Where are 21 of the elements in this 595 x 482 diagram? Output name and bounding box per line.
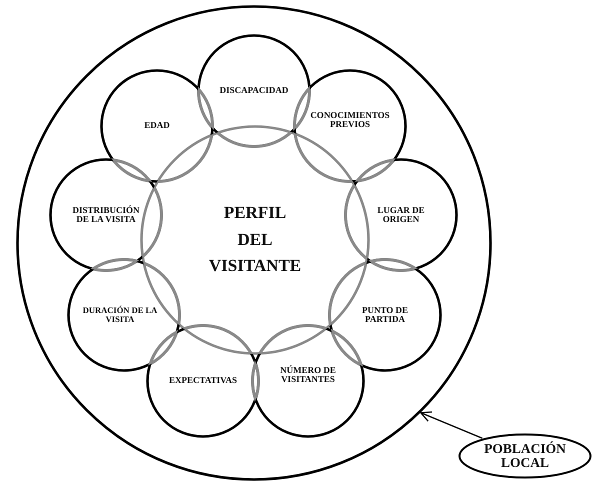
factor-circle bbox=[49, 158, 163, 272]
factor-circle bbox=[67, 258, 181, 372]
arrow bbox=[420, 411, 483, 439]
factor-circle bbox=[293, 69, 407, 183]
node-label: POBLACIÓN LOCAL bbox=[483, 442, 567, 470]
factor-circle bbox=[146, 324, 260, 438]
node-label: NÚMERO DE VISITANTES bbox=[279, 366, 337, 384]
node-label: DURACIÓN DE LA VISITA bbox=[82, 306, 158, 324]
node-label: EXPECTATIVAS bbox=[168, 376, 238, 386]
node-label: PUNTO DE PARTIDA bbox=[360, 306, 410, 324]
node-label: DISCAPACIDAD bbox=[218, 86, 290, 96]
factor-circle bbox=[251, 324, 365, 438]
factor-circle bbox=[100, 69, 214, 183]
population-ellipse bbox=[458, 433, 592, 479]
node-label: DISTRIBUCIÓN DE LA VISITA bbox=[71, 206, 141, 224]
node-label: PERFIL DEL VISITANTE bbox=[208, 202, 302, 278]
factor-circle bbox=[344, 158, 458, 272]
node-label: EDAD bbox=[143, 121, 171, 131]
node-label: CONOCIMIENTOS PREVIOS bbox=[309, 110, 391, 130]
node-label: LUGAR DE ORIGEN bbox=[376, 206, 426, 224]
factor-circle bbox=[197, 34, 311, 148]
